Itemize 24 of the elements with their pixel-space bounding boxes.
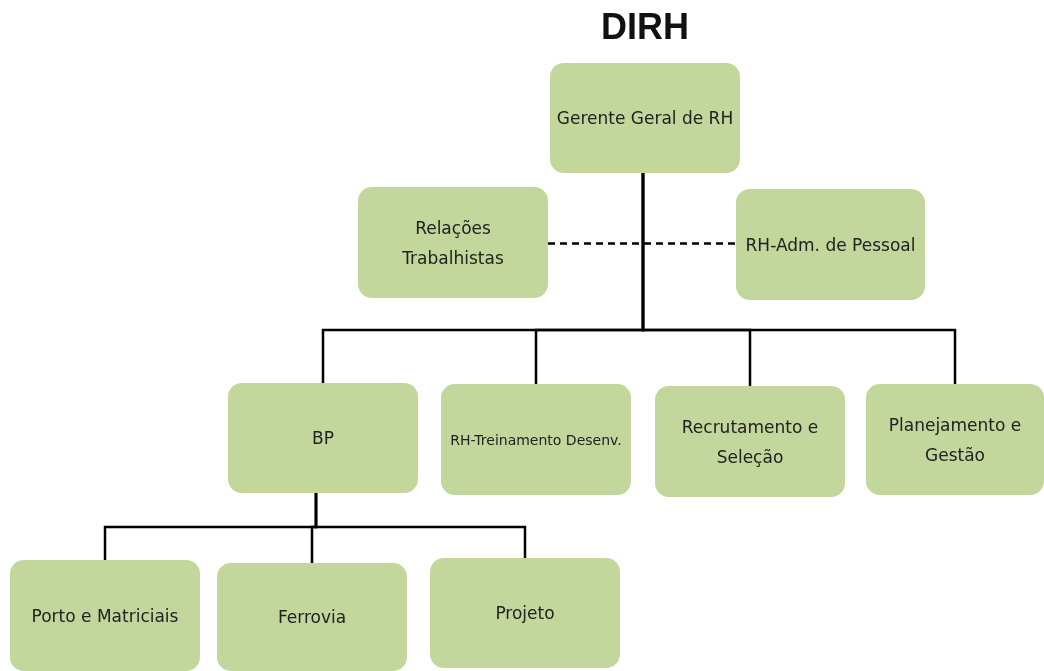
- org-unit-box: [358, 187, 548, 298]
- org-unit-box: [866, 384, 1044, 495]
- unit-name: Planejamento e Gestão: [887, 413, 1023, 467]
- unit-name: Ferrovia: [277, 606, 347, 629]
- org-unit-box: [430, 558, 620, 668]
- org-unit-box: [10, 560, 200, 671]
- unit-name: BP: [312, 427, 334, 450]
- org-unit-box: [550, 63, 740, 173]
- connector-line: [641, 173, 957, 384]
- org-unit-box: [228, 383, 418, 493]
- unit-name: Porto e Matriciais: [31, 604, 179, 628]
- org-unit-box: [655, 386, 845, 497]
- unit-name: Gerente Geral de RH: [556, 107, 734, 130]
- diagram-title: DIRH: [600, 6, 690, 48]
- org-unit-box: [217, 563, 407, 671]
- unit-name: Recrutamento e Seleção: [680, 415, 820, 469]
- connector-line: [314, 493, 527, 558]
- org-unit-box: [441, 384, 631, 495]
- unit-name: RH-Treinamento Desenv.: [450, 430, 622, 450]
- unit-name: Projeto: [495, 602, 555, 625]
- unit-name: Relações Trabalhistas: [401, 216, 505, 270]
- unit-name: RH-Adm. de Pessoal: [745, 233, 916, 257]
- org-unit-box: [736, 189, 925, 300]
- connector-line: [548, 242, 736, 245]
